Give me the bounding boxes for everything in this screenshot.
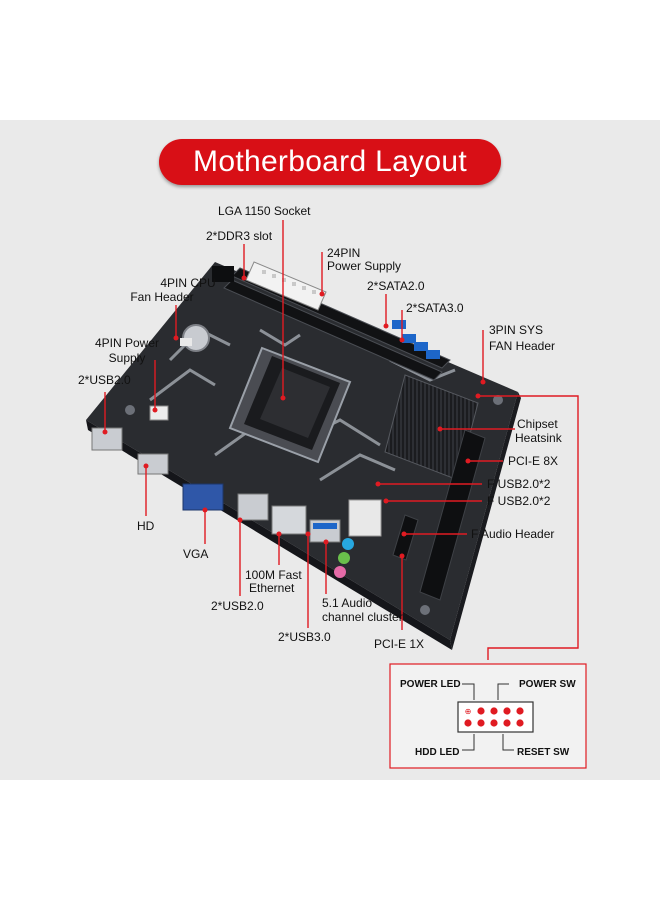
leader-lines <box>102 220 579 660</box>
label-lga-socket: LGA 1150 Socket <box>218 204 311 218</box>
label-fusb-2: F USB2.0*2 <box>487 494 551 508</box>
title-banner: Motherboard Layout <box>159 139 501 185</box>
label-hd: HD <box>137 519 155 533</box>
4pin-power <box>149 405 169 421</box>
rear-io <box>91 427 382 578</box>
label-audio-1: 5.1 Audio <box>322 596 372 610</box>
label-power-led: POWER LED <box>400 679 461 690</box>
callout-labels: LGA 1150 Socket 2*DDR3 slot 24PIN Power … <box>78 204 563 651</box>
sata-connectors <box>392 320 440 359</box>
label-sata2: 2*SATA2.0 <box>367 279 425 293</box>
pcie-slots <box>392 429 486 601</box>
label-f-audio: F Audio Header <box>471 527 554 541</box>
label-hdd-led: HDD LED <box>415 747 459 758</box>
label-usb2-left: 2*USB2.0 <box>78 373 131 387</box>
label-fusb-1: F USB2.0*2 <box>487 477 551 491</box>
label-usb2-bottom: 2*USB2.0 <box>211 599 264 613</box>
label-ddr3: 2*DDR3 slot <box>206 229 273 243</box>
label-usb3: 2*USB3.0 <box>278 630 331 644</box>
label-ethernet-2: Ethernet <box>249 581 295 595</box>
svg-text:⊕: ⊕ <box>465 707 472 716</box>
label-reset-sw: RESET SW <box>517 747 570 758</box>
label-4pin-1: 4PIN Power <box>95 336 159 350</box>
label-cpu-fan-1: 4PIN CPU <box>160 276 215 290</box>
label-chipset-2: Heatsink <box>515 431 563 445</box>
label-4pin-2: Supply <box>109 351 146 365</box>
label-sys-fan-2: FAN Header <box>489 339 555 353</box>
label-vga: VGA <box>183 547 208 561</box>
24pin-connector <box>245 261 327 311</box>
cpu-fan-header <box>180 338 192 346</box>
label-power-sw: POWER SW <box>519 679 576 690</box>
label-sys-fan-1: 3PIN SYS <box>489 323 543 337</box>
label-audio-2: channel cluster <box>322 610 403 624</box>
front-panel-connector <box>457 701 534 733</box>
front-panel-box: POWER LED POWER SW HDD LED RESET SW ⊕ <box>389 663 587 769</box>
label-pcie8x: PCI-E 8X <box>508 454 558 468</box>
page-title: Motherboard Layout <box>193 145 467 178</box>
label-24pin-1: 24PIN <box>327 246 360 260</box>
label-cpu-fan-2: Fan Header <box>130 290 193 304</box>
cpu-socket <box>228 346 352 464</box>
label-pcie1x: PCI-E 1X <box>374 637 424 651</box>
label-24pin-2: Power Supply <box>327 259 401 273</box>
label-chipset-1: Chipset <box>517 417 558 431</box>
label-sata3: 2*SATA3.0 <box>406 301 464 315</box>
label-ethernet-1: 100M Fast <box>245 568 302 582</box>
